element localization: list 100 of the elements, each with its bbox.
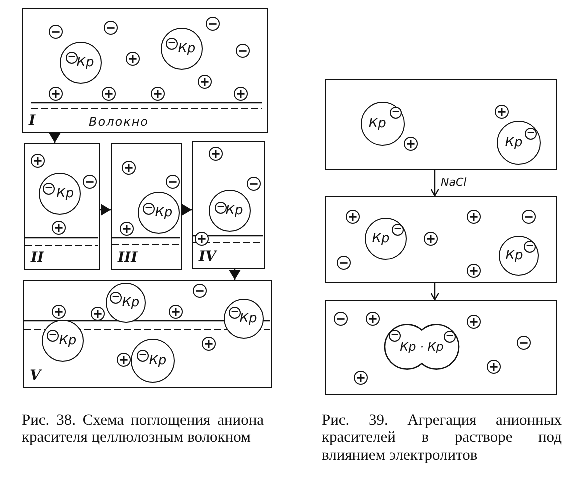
ion-circle: + [404, 137, 418, 151]
ion-circle: + [487, 360, 501, 374]
dye-label: Кр [149, 354, 167, 368]
ion-circle: + [346, 210, 360, 224]
ion-circle: + [366, 312, 380, 326]
ion-circle: − [49, 25, 63, 39]
dye-particle [497, 121, 541, 165]
dye-particle [39, 173, 81, 215]
charge-circle: − [525, 128, 537, 140]
panel-numeral: V [30, 369, 41, 383]
charge-circle: − [143, 203, 155, 215]
dye-particle [138, 192, 180, 234]
charge-circle: − [47, 330, 59, 342]
dye-particle [209, 190, 251, 232]
dye-label: Кр [372, 232, 390, 246]
dye-label: Кр [155, 206, 173, 220]
ion-circle: + [91, 307, 105, 321]
dye-label: Кр [226, 204, 244, 218]
dye-particle [42, 320, 84, 362]
arrow [49, 133, 61, 143]
ion-circle: − [104, 21, 118, 35]
ion-circle: + [467, 315, 481, 329]
dye-particle [365, 218, 407, 260]
panel-numeral: IV [199, 250, 216, 264]
panel-numeral: II [31, 251, 44, 265]
dye-label: Кр [240, 312, 258, 326]
dye-particle [131, 339, 175, 383]
edge-label: NaCl [440, 177, 468, 188]
charge-circle: − [229, 307, 241, 319]
charge-circle: − [524, 241, 536, 253]
ion-circle: + [195, 232, 209, 246]
ion-circle: + [202, 337, 216, 351]
figure-caption: Рис. 39. Агрегация анионных красителей в растворе под влиянием электролитов [322, 412, 562, 464]
ion-circle: − [522, 210, 536, 224]
dye-label: Кр [505, 136, 523, 150]
solution-panel [23, 280, 272, 388]
dye-particle [361, 102, 405, 146]
ion-circle: − [166, 175, 180, 189]
solution-panel [325, 196, 557, 283]
dye-particle [60, 42, 102, 84]
ion-circle: + [49, 87, 63, 101]
ion-circle: − [337, 256, 351, 270]
arrow [430, 283, 440, 301]
fiber-label: Волокно [89, 116, 150, 128]
ion-circle: + [52, 305, 66, 319]
solution-panel [325, 79, 557, 170]
arrow [430, 170, 440, 197]
dye-label: Кр · Кр [400, 341, 444, 353]
ion-circle: − [334, 312, 348, 326]
charge-circle: − [110, 292, 122, 304]
ion-circle: − [83, 175, 97, 189]
ion-circle: + [467, 264, 481, 278]
ion-circle: + [198, 75, 212, 89]
charge-circle: − [66, 52, 78, 64]
ion-circle: + [120, 222, 134, 236]
ion-circle: − [247, 177, 261, 191]
arrow [229, 269, 241, 280]
solution-panel [22, 8, 268, 133]
dye-label: Кр [506, 250, 524, 262]
ion-circle: + [151, 87, 165, 101]
dye-particle [499, 236, 539, 276]
ion-circle: + [354, 371, 368, 385]
dye-label: Кр [368, 118, 386, 130]
ion-circle: + [126, 52, 140, 66]
ion-circle: + [467, 210, 481, 224]
solution-panel [24, 143, 100, 270]
ion-circle: − [236, 44, 250, 58]
ion-circle: + [102, 87, 116, 101]
ion-circle: + [52, 221, 66, 235]
ion-circle: + [117, 353, 131, 367]
dye-label: Кр [59, 334, 77, 348]
ion-circle: + [495, 105, 509, 119]
dye-particle [106, 283, 146, 323]
solution-panel [192, 141, 265, 269]
charge-circle: − [392, 224, 404, 236]
charge-circle: − [137, 350, 149, 362]
ion-circle: + [31, 154, 45, 168]
solution-panel [325, 300, 557, 395]
ion-circle: − [206, 17, 220, 31]
solution-panel [111, 143, 182, 270]
dye-label: Кр [122, 296, 140, 310]
dye-particle [161, 28, 203, 70]
dye-particle [224, 299, 264, 339]
ion-circle: + [424, 232, 438, 246]
charge-circle: − [43, 183, 55, 195]
dye-aggregate [384, 324, 460, 370]
ion-circle: + [209, 147, 223, 161]
dye-label: Кр [76, 56, 94, 70]
ion-circle: + [169, 305, 183, 319]
charge-circle: − [166, 38, 178, 50]
ion-circle: + [122, 161, 136, 175]
panel-numeral: I [29, 114, 36, 128]
ion-circle: − [517, 336, 531, 350]
charge-circle: − [390, 107, 402, 119]
charge-circle: − [215, 202, 227, 214]
dye-label: Кр [56, 188, 74, 200]
arrow [100, 204, 111, 216]
dye-label: Кр [178, 42, 196, 56]
ion-circle: + [234, 87, 248, 101]
arrow [182, 204, 192, 216]
